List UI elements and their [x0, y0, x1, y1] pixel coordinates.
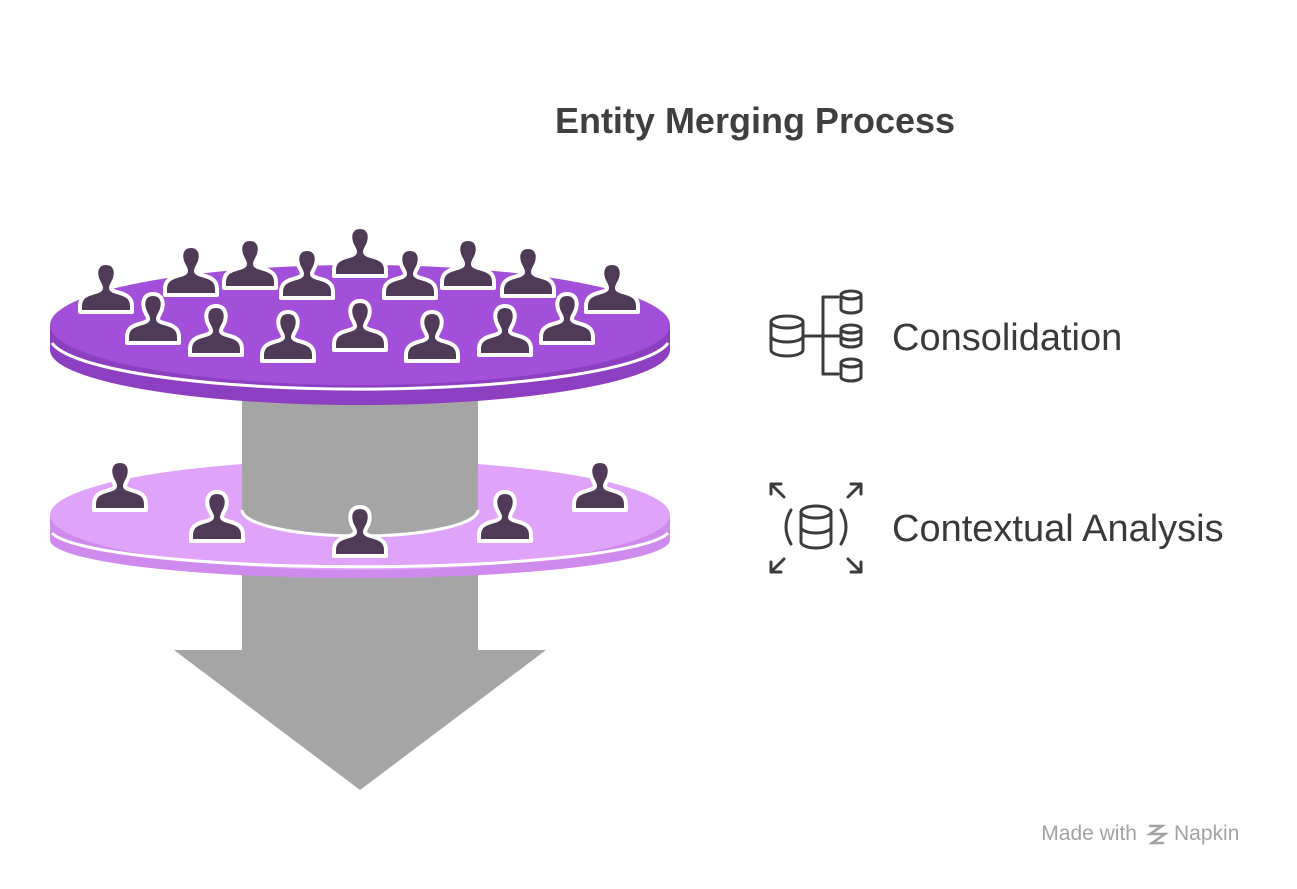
watermark-brand: Napkin — [1174, 822, 1239, 845]
person-icon — [500, 245, 556, 298]
step-label-consolidation: Consolidation — [892, 317, 1122, 359]
watermark[interactable]: Made with Napkin — [1041, 822, 1239, 845]
watermark-made-with: Made with — [1041, 822, 1137, 845]
person-icon — [440, 237, 496, 290]
person-icon — [332, 225, 388, 278]
person-icon — [222, 237, 278, 290]
database-expand-icon — [769, 482, 863, 574]
diagram-title: Entity Merging Process — [555, 100, 955, 141]
napkin-logo-icon — [1145, 824, 1170, 845]
database-branch-icon — [769, 289, 863, 383]
step-label-contextual-analysis: Contextual Analysis — [892, 508, 1224, 550]
person-icon — [163, 244, 219, 297]
